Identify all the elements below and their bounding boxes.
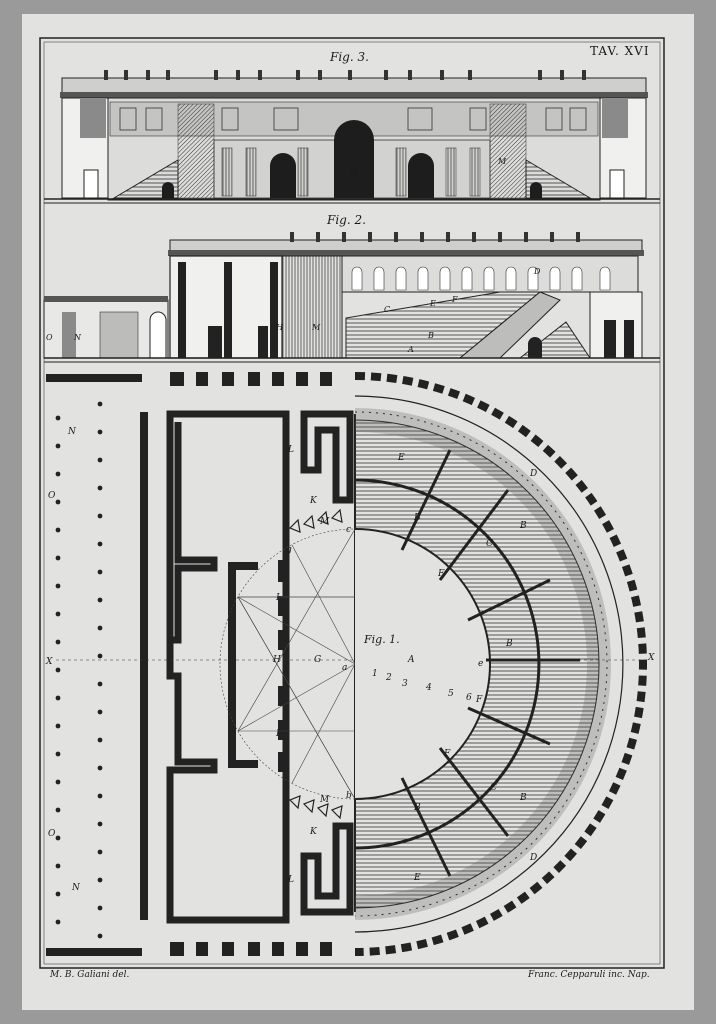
label-H: H	[272, 655, 281, 665]
label-C-1: C	[486, 539, 493, 549]
label-c: c	[346, 525, 351, 535]
label-2: 2	[385, 673, 392, 683]
label-a: a	[342, 663, 347, 673]
fig3-elevation	[44, 70, 660, 201]
sec-label-N: N	[73, 333, 82, 342]
label-b: b	[346, 791, 352, 801]
sec-label-B: B	[427, 331, 434, 340]
label-F-3: F	[443, 749, 451, 759]
label-N-1: N	[67, 427, 77, 437]
label-5: 5	[448, 689, 454, 699]
section-labels: O N H M A B C D E F M H	[46, 157, 541, 354]
label-O-1: O	[48, 491, 56, 501]
sec-label-M: M	[311, 323, 321, 332]
fig3-title: Fig. 3.	[330, 50, 369, 64]
plate-border-inner	[43, 41, 661, 965]
label-X-left: X	[45, 657, 53, 667]
label-B-5: B	[413, 803, 421, 813]
sec-label-E: E	[429, 299, 436, 308]
label-L-bottom: L	[287, 875, 294, 885]
label-N-2: N	[71, 883, 81, 893]
sec-label-D: D	[533, 267, 541, 276]
label-L-top: L	[287, 445, 294, 455]
credit-draughtsman: M. B. Galiani del.	[50, 970, 130, 980]
label-g: g	[286, 545, 292, 555]
credit-engraver: Franc. Cepparuli inc. Nap.	[528, 970, 650, 980]
label-I-top: I	[275, 593, 280, 603]
sec-label-H: H	[275, 323, 284, 332]
sec-label-O: O	[46, 333, 53, 342]
label-I-bottom: I	[275, 729, 280, 739]
label-3: 3	[402, 679, 408, 689]
label-K-bottom: K	[309, 827, 318, 837]
label-F-1: F	[437, 569, 445, 579]
label-C-2: C	[490, 783, 497, 793]
label-O-2: O	[48, 829, 56, 839]
label-6: 6	[466, 693, 472, 703]
label-4: 4	[425, 683, 432, 693]
label-E-2: E	[413, 873, 421, 883]
label-E-1: E	[397, 453, 405, 463]
label-B-2: B	[519, 521, 527, 531]
fig1-title: Fig. 1.	[364, 633, 400, 646]
fig1-plan	[46, 372, 650, 956]
plan-labels: A G H I I K K L L M M N N O O X X B B B …	[45, 427, 655, 893]
label-1: 1	[372, 669, 378, 679]
label-M-top: M	[319, 517, 330, 527]
label-B-1: B	[413, 513, 421, 523]
label-G: G	[314, 655, 321, 665]
label-D-1: D	[529, 469, 537, 479]
label-X-right: X	[647, 653, 655, 663]
sec-label-C: C	[384, 305, 390, 314]
fig3-label-H: H	[349, 167, 358, 176]
label-F-2: F	[475, 695, 483, 705]
sec-label-A: A	[407, 345, 414, 354]
fig2-title: Fig. 2.	[327, 213, 366, 227]
label-D-2: D	[529, 853, 537, 863]
label-K-top: K	[309, 496, 318, 506]
plate-number: TAV. XVI	[590, 44, 650, 58]
fig2-section	[43, 232, 660, 359]
plate-border-outer	[39, 37, 665, 969]
label-e: e	[478, 659, 483, 669]
label-A: A	[407, 655, 415, 665]
label-B-4: B	[519, 793, 527, 803]
label-M-bottom: M	[319, 795, 330, 805]
label-B-3: B	[505, 639, 513, 649]
sec-label-F: F	[451, 295, 458, 304]
fig3-label-M: M	[497, 157, 507, 166]
